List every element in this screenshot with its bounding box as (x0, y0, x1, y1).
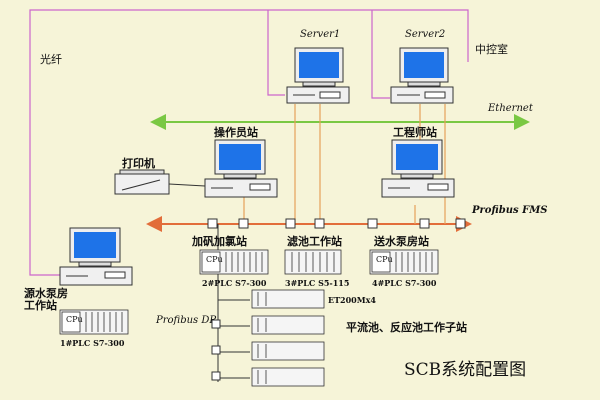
dosing-station-label: 加矾加氯站 (192, 235, 247, 248)
et200-label: ET200Mx4 (328, 295, 376, 305)
operator-station-label: 操作员站 (214, 126, 258, 139)
printer-device (114, 169, 206, 195)
profibus-dp-label: Profibus DP (156, 315, 217, 326)
server2-label: Server2 (405, 29, 446, 40)
plc2-label: 2#PLC S7-300 (202, 278, 267, 288)
plc-rack-3 (284, 249, 342, 275)
plc2-cpu-label: CPu (206, 255, 223, 264)
server1-computer (286, 47, 350, 104)
server1-label: Server1 (300, 29, 341, 40)
intake-pump-station-computer (59, 227, 133, 286)
profibus-dp-branches (218, 299, 250, 379)
plc4-label: 4#PLC S7-300 (372, 278, 437, 288)
server2-computer (390, 47, 454, 104)
diagram-title: SCB系统配置图 (404, 360, 527, 380)
plc-rack-4 (369, 249, 439, 275)
plc4-cpu-label: CPu (376, 255, 393, 264)
intake-pump-station-label-line2: 工作站 (24, 299, 57, 312)
plc-rack-1 (59, 309, 129, 335)
engineer-station-computer (381, 139, 455, 198)
engineer-station-label: 工程师站 (393, 126, 437, 139)
fiber-optic-line (268, 9, 469, 62)
printer-label: 打印机 (122, 157, 155, 170)
plc1-label: 1#PLC S7-300 (60, 338, 125, 348)
bus-connectors (207, 218, 466, 381)
filter-station-label: 滤池工作站 (287, 235, 342, 248)
fiber-to-server1 (267, 10, 285, 96)
fiber-optic-loop-left (29, 9, 268, 276)
fiber-label: 光纤 (40, 53, 62, 66)
plc3-label: 3#PLC S5-115 (285, 278, 350, 288)
control-room-label: 中控室 (475, 43, 508, 56)
intake-pump-station-label-line1: 源水泵房 (24, 287, 68, 300)
plc1-cpu-label: CPu (66, 315, 83, 324)
et200-modules (251, 289, 325, 387)
operator-station-computer (204, 139, 278, 198)
plc-rack-2 (199, 249, 269, 275)
profibus-fms-label: Profibus FMS (472, 205, 548, 216)
water-pump-station-label: 送水泵房站 (374, 235, 429, 248)
substations-label: 平流池、反应池工作子站 (346, 321, 467, 334)
ethernet-label: Ethernet (488, 103, 533, 114)
fiber-to-server2 (371, 10, 390, 99)
